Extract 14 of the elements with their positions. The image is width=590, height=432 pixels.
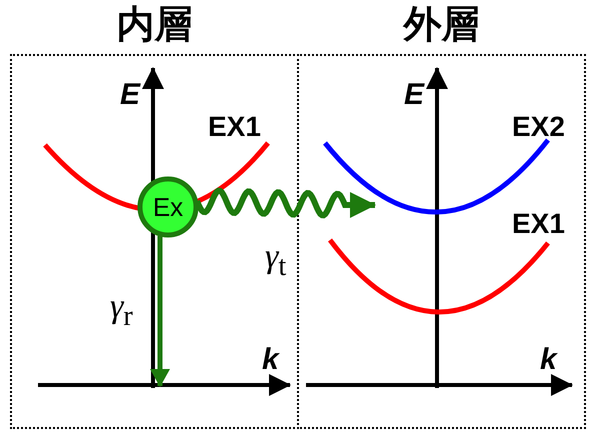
band-label: EX1 <box>208 113 261 141</box>
band-label: EX1 <box>512 210 565 238</box>
band-label: EX2 <box>512 113 565 141</box>
axis-label: E <box>404 80 424 110</box>
arrow <box>150 236 170 387</box>
panel-heading: 内層 <box>116 6 194 44</box>
axis-label: E <box>120 80 140 110</box>
panel-heading: 外層 <box>402 6 480 44</box>
axis-label: k <box>262 345 279 375</box>
exciton-circle <box>137 176 199 238</box>
exciton-label: Ex <box>152 194 184 220</box>
edge-label: γ$_{r}$ <box>110 290 133 332</box>
edge-label: γ$_{t}$ <box>265 240 286 282</box>
axis-label: k <box>540 345 557 375</box>
